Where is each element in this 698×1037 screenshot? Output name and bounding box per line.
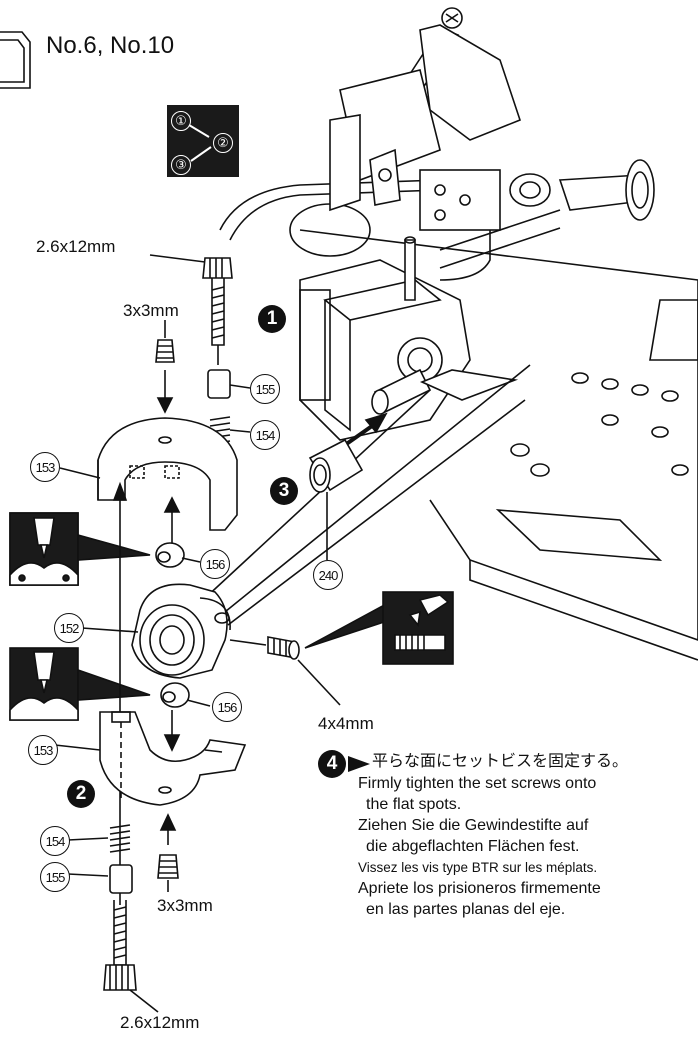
- screw-bottom: [103, 900, 159, 1013]
- part-240: [308, 438, 364, 493]
- pinion-bottom: [160, 682, 211, 708]
- label-screw-top: 2.6x12mm: [36, 237, 116, 256]
- step-1-badge: 1: [258, 305, 286, 333]
- callout-155-top: 155: [250, 374, 280, 404]
- suspension-arm: [329, 7, 521, 212]
- sequence-step-3: ③: [171, 155, 191, 175]
- setscrew-bottom: [157, 854, 179, 892]
- callout-154-bottom: 154: [40, 826, 70, 856]
- callout-156-bottom: 156: [212, 692, 242, 722]
- locktite-box: [382, 591, 454, 665]
- instruction-jp: 平らな面にセットビスを固定する。: [372, 751, 629, 770]
- step-4-badge: 4: [318, 750, 346, 778]
- setscrew-top: [155, 320, 175, 363]
- instruction-de-2: die abgeflachten Flächen fest.: [366, 838, 580, 855]
- callout-153-bottom: 153: [28, 735, 58, 765]
- callout-152: 152: [54, 613, 84, 643]
- label-setscrew-top: 3x3mm: [123, 301, 179, 320]
- label-screw-bottom: 2.6x12mm: [120, 1013, 200, 1032]
- spring-bottom: [67, 824, 131, 853]
- clamp-lower: [99, 711, 247, 806]
- sequence-box: ① ② ③: [167, 105, 239, 177]
- step-2-badge: 2: [67, 780, 95, 808]
- page-title: No.6, No.10: [46, 32, 175, 59]
- callout-240: 240: [313, 560, 343, 590]
- drive-shaft: [419, 159, 655, 269]
- instructions: 平らな面にセットビスを固定する。: [372, 750, 628, 771]
- instruction-es-1: Apriete los prisioneros firmemente: [358, 880, 601, 897]
- callout-153-top: 153: [30, 452, 60, 482]
- grease-box-top: [9, 512, 79, 586]
- sequence-step-2: ②: [213, 133, 233, 153]
- instruction-de-1: Ziehen Sie die Gewindestifte auf: [358, 817, 589, 834]
- manual-icon: [0, 31, 31, 89]
- gearbox: [299, 236, 471, 441]
- grease-box-bottom: [9, 647, 79, 721]
- instructions-multilang: Firmly tighten the set screws onto the f…: [358, 773, 601, 920]
- spring-top: [209, 416, 251, 445]
- setscrew-side: [229, 636, 341, 706]
- output-shaft: [371, 368, 519, 415]
- screw-top: [202, 257, 233, 365]
- sequence-step-1: ①: [171, 111, 191, 131]
- callout-156-top: 156: [200, 549, 230, 579]
- instruction-en-1: Firmly tighten the set screws onto: [358, 775, 597, 792]
- instruction-en-2: the flat spots.: [366, 796, 462, 813]
- label-setscrew-bottom: 3x3mm: [157, 896, 213, 915]
- label-setscrew-side: 4x4mm: [318, 714, 374, 733]
- chassis-plate: [299, 229, 698, 661]
- instruction-fr: Vissez les vis type BTR sur les méplats.: [358, 860, 598, 875]
- callout-154-top: 154: [250, 420, 280, 450]
- instruction-es-2: en las partes planas del eje.: [366, 901, 566, 918]
- step-3-badge: 3: [270, 477, 298, 505]
- callout-155-bottom: 155: [40, 862, 70, 892]
- sequence-arrows-icon: [188, 124, 212, 162]
- pointer-arrow-icon: [348, 756, 370, 772]
- clamp-upper: [97, 417, 238, 531]
- part-152: [131, 583, 231, 679]
- pinion-top: [155, 542, 201, 568]
